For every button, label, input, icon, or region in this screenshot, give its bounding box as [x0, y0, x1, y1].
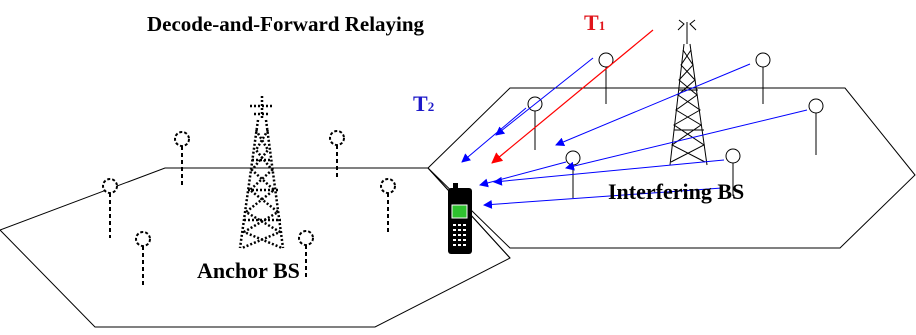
interference-arrow	[483, 187, 723, 209]
interfering-cell	[427, 87, 916, 249]
interference-arrow	[461, 107, 527, 163]
interfering-bs-label: Interfering BS	[608, 179, 744, 204]
mobile-phone-icon	[448, 183, 472, 254]
t1-label: T1	[584, 10, 605, 35]
relay-node	[298, 230, 314, 278]
relay-node	[598, 52, 614, 104]
relay-node	[174, 131, 190, 185]
t2-subscript: 2	[428, 99, 435, 114]
diagram-title: Decode-and-Forward Relaying	[147, 12, 425, 36]
relay-node	[329, 130, 345, 180]
relay-node	[755, 52, 771, 104]
interference-arrows	[461, 57, 808, 209]
t1-main: T	[584, 10, 599, 35]
relay-node	[725, 148, 741, 196]
interference-arrow	[555, 63, 751, 147]
anchor-bs-label: Anchor BS	[197, 258, 300, 283]
anchor-bs-tower	[238, 96, 285, 250]
t2-label: T2	[413, 91, 434, 116]
interference-arrow	[493, 159, 725, 186]
relay-node	[808, 98, 824, 155]
t1-subscript: 1	[599, 18, 606, 33]
interference-arrow	[495, 57, 594, 136]
relay-node	[380, 178, 396, 235]
direct-link-arrow	[491, 29, 654, 164]
anchor-cell	[0, 167, 511, 328]
relay-node	[102, 178, 118, 238]
relay-node	[135, 231, 151, 285]
interference-arrow	[565, 109, 808, 171]
t2-main: T	[413, 91, 428, 116]
